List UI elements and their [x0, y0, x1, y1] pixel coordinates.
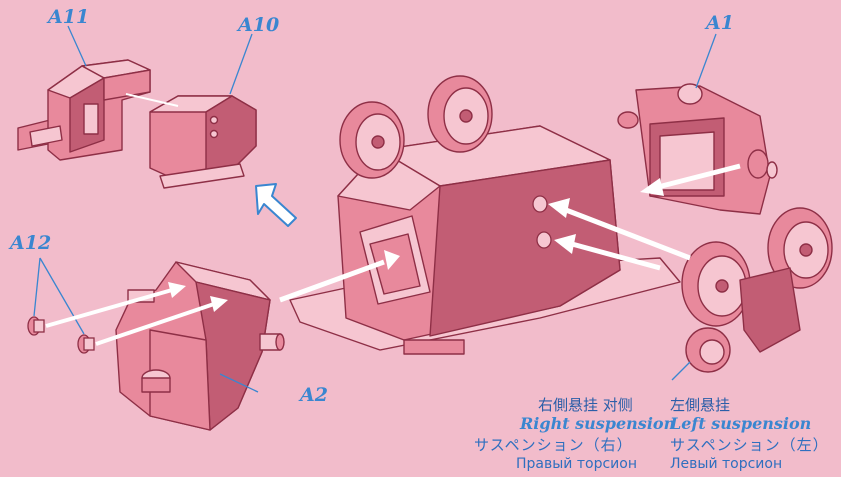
- assembly-arrows: [45, 163, 741, 346]
- suspension-assembly: [681, 207, 833, 373]
- suspension-leader: [671, 361, 691, 381]
- caption-left-en: Left suspension: [670, 414, 812, 433]
- a12-leader-1: [33, 257, 41, 317]
- a12-leader-2: [39, 257, 85, 335]
- arrow-suspension-upper: [548, 198, 691, 261]
- hull-wheel-right: [427, 75, 493, 153]
- part-a2: [115, 261, 285, 431]
- arrow-a1-to-hull: [640, 163, 741, 196]
- hull-wheel-left: [339, 101, 405, 179]
- a2-leader: [219, 373, 259, 393]
- caption-right-ru: Правый торсион: [516, 456, 637, 472]
- arrow-a12-upper: [45, 282, 186, 328]
- step-arrow-icon: [255, 183, 297, 227]
- caption-left-ru: Левый торсион: [670, 456, 783, 472]
- main-hull: [289, 125, 681, 355]
- a11-a10-guide: [125, 93, 179, 107]
- arrow-a2-to-hull: [279, 250, 400, 303]
- part-a12-pin-upper: [27, 316, 45, 336]
- part-a12-pin-lower: [77, 334, 95, 354]
- caption-right-en: Right suspension: [520, 414, 676, 433]
- arrow-a12-lower: [95, 296, 228, 346]
- part-a1: [617, 83, 778, 215]
- caption-right-cn: 右側悬挂 对侧: [538, 396, 633, 414]
- caption-right-jp: サスペンション（右）: [474, 436, 633, 454]
- label-a10: A10: [238, 14, 280, 36]
- a11-leader: [67, 25, 87, 67]
- label-a12: A12: [10, 232, 52, 254]
- arrow-suspension-lower: [554, 234, 661, 271]
- a1-leader: [695, 33, 717, 89]
- hull-axle-holes: [532, 195, 552, 249]
- label-a11: A11: [48, 6, 90, 28]
- a10-leader: [229, 33, 253, 95]
- label-a1: A1: [706, 12, 734, 34]
- caption-left-jp: サスペンション（左）: [670, 436, 829, 454]
- part-a11: [17, 59, 151, 161]
- label-a2: A2: [300, 384, 328, 406]
- part-a10: [149, 95, 257, 189]
- caption-left-cn: 左側悬挂: [670, 396, 731, 414]
